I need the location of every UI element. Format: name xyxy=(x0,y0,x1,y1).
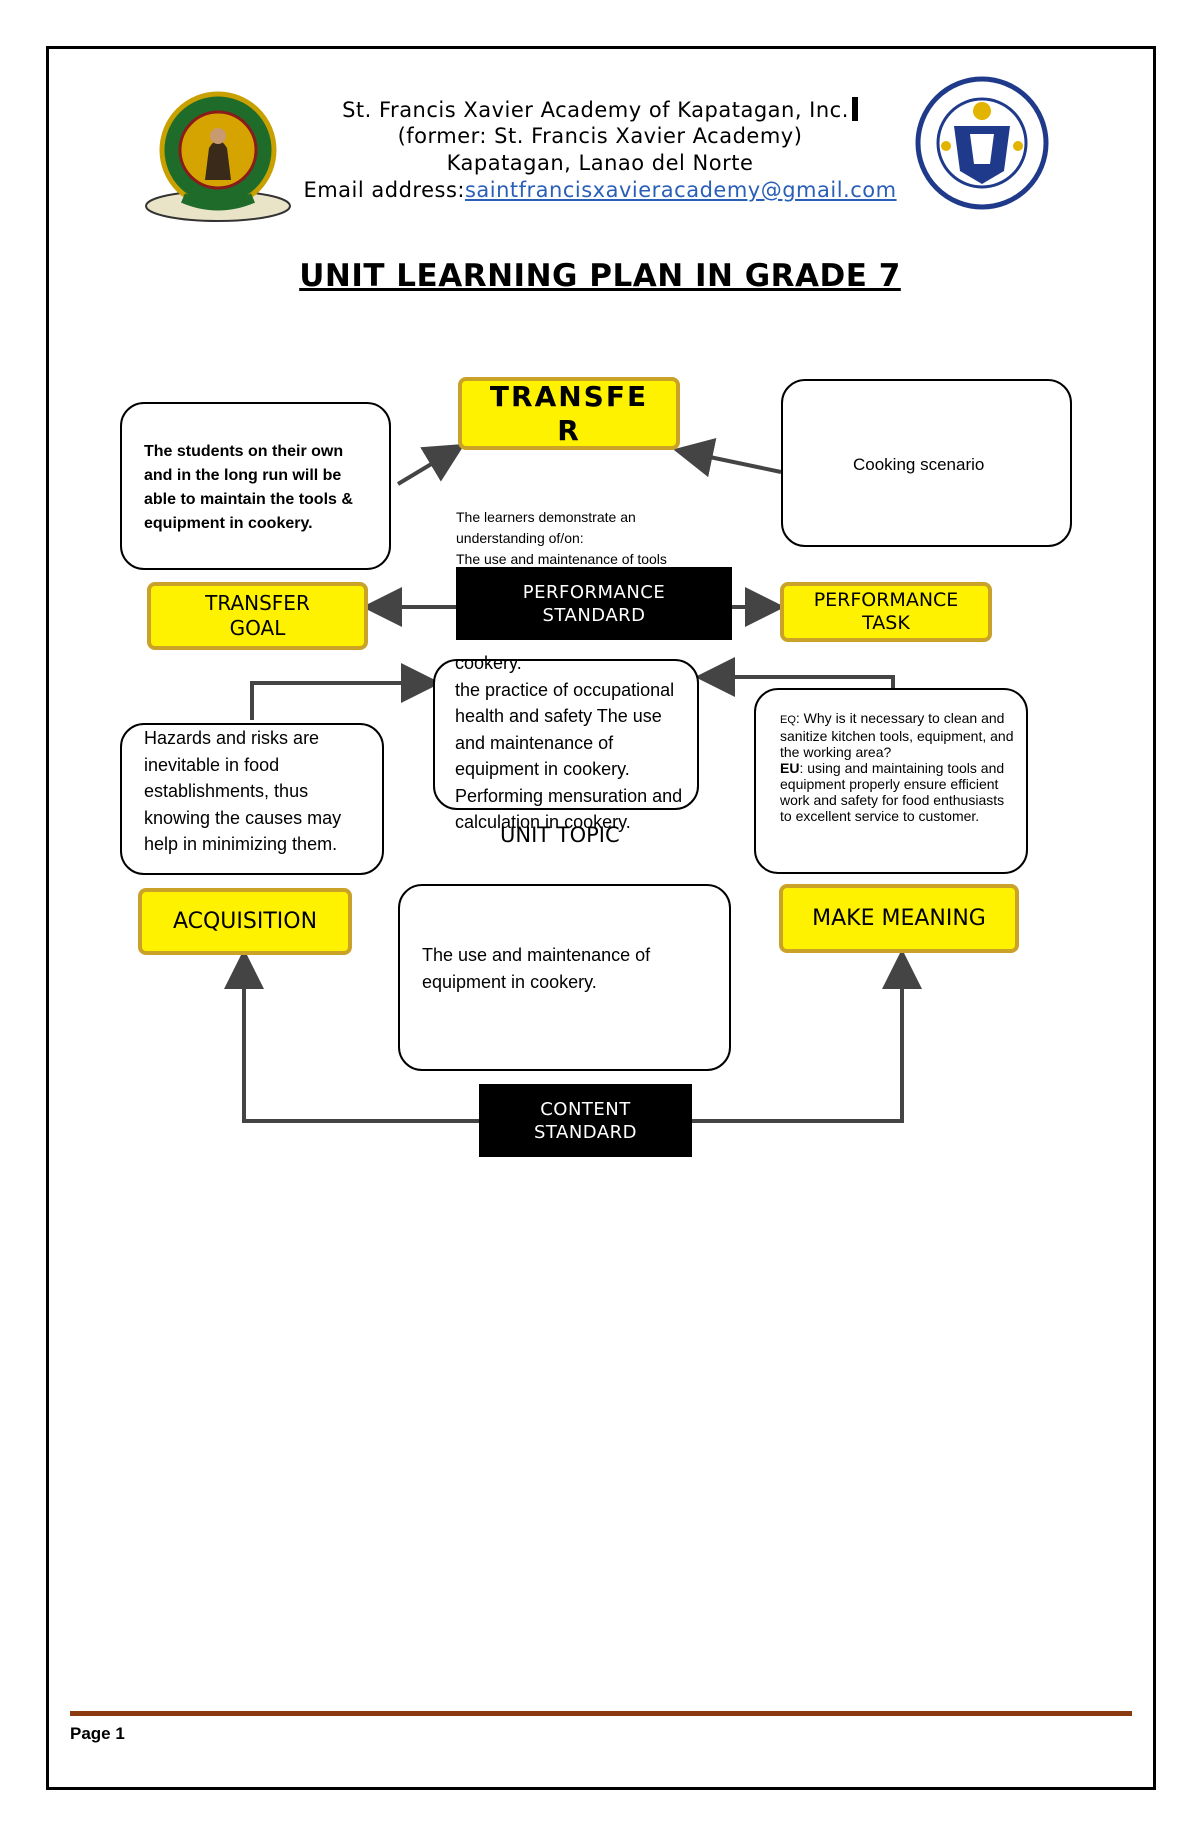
content-standard-label: CONTENT STANDARD xyxy=(479,1084,692,1157)
email-link[interactable]: saintfrancisxavieracademy@gmail.com xyxy=(464,178,897,202)
make-meaning-box: EQ: Why is it necessary to clean and san… xyxy=(754,688,1028,874)
performance-standard-text: The learners demonstrate an understandin… xyxy=(456,509,667,567)
transfer-label: TRANSFER xyxy=(458,377,680,450)
content-standard-box: The use and maintenance of equipment in … xyxy=(398,884,731,1071)
enduring-understanding: EU: using and maintaining tools and equi… xyxy=(780,760,1005,824)
email-line: Email address:saintfrancisxavieracademy@… xyxy=(0,178,1200,202)
unit-topic-text: cookery. the practice of occupational he… xyxy=(455,653,683,832)
footer-rule xyxy=(70,1711,1132,1716)
performance-task-label: PERFORMANCE TASK xyxy=(780,582,992,642)
page-title: UNIT LEARNING PLAN IN GRADE 7 xyxy=(299,258,901,294)
former-school-name: (former: St. Francis Xavier Academy) xyxy=(397,124,803,148)
email-label: Email address: xyxy=(303,178,465,202)
page-number: Page 1 xyxy=(70,1724,125,1743)
performance-standard-label: PERFORMANCE STANDARD xyxy=(456,567,732,640)
acquisition-label: ACQUISITION xyxy=(138,888,352,955)
performance-task-box: Cooking scenario xyxy=(781,379,1072,547)
page-border xyxy=(46,46,1156,1790)
make-meaning-label: MAKE MEANING xyxy=(779,884,1019,953)
essential-question: EQ: Why is it necessary to clean and san… xyxy=(780,710,1014,760)
acquisition-box: Hazards and risks are inevitable in food… xyxy=(120,723,384,875)
transfer-goal-label: TRANSFER GOAL xyxy=(147,582,368,650)
school-seal-logo xyxy=(145,91,291,222)
school-address: Kapatagan, Lanao del Norte xyxy=(446,151,754,175)
school-name: St. Francis Xavier Academy of Kapatagan,… xyxy=(0,97,1200,122)
unit-topic-label: UNIT TOPIC xyxy=(500,823,620,847)
unit-topic-box xyxy=(433,659,699,810)
text-cursor xyxy=(851,97,858,121)
deped-seal-logo xyxy=(915,76,1049,210)
transfer-goal-box: The students on their own and in the lon… xyxy=(120,402,391,570)
